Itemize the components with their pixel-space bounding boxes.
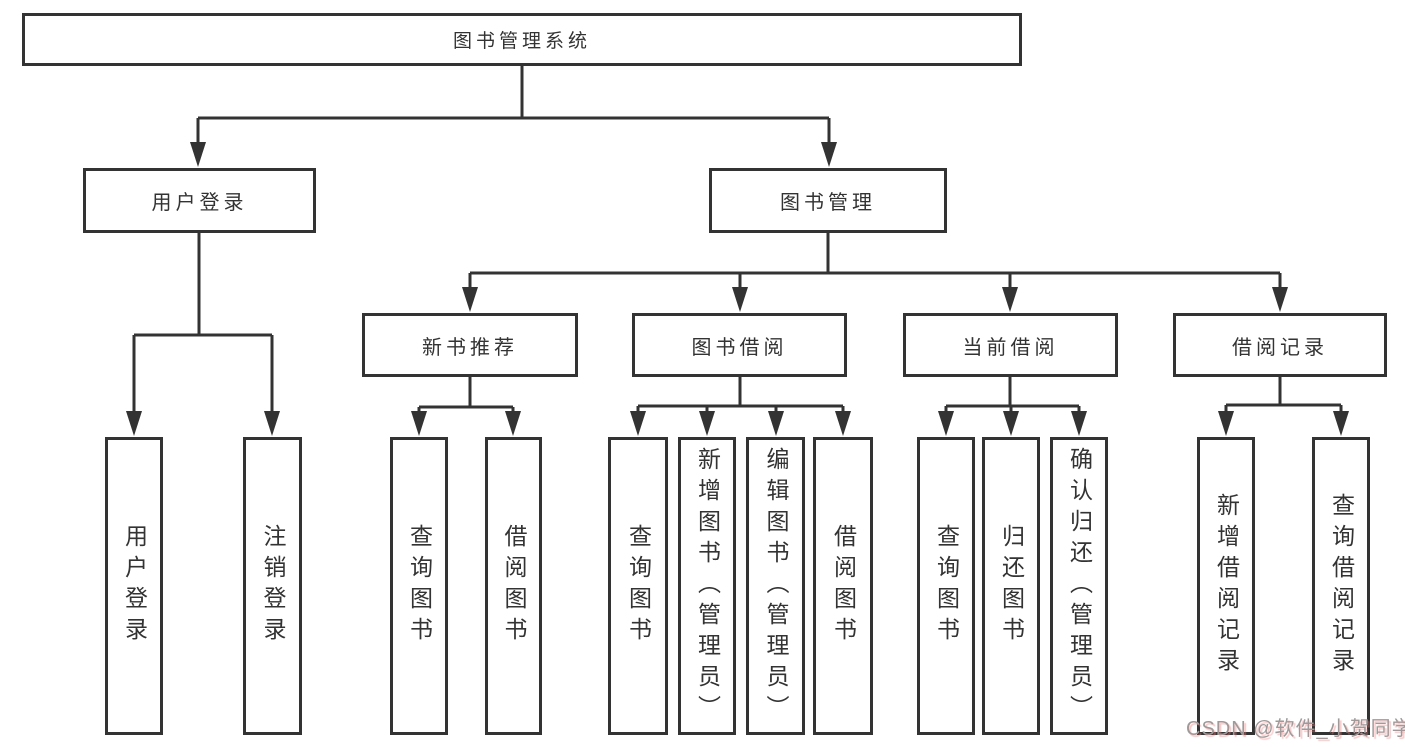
node-library-management-system: 图书管理系统 — [22, 13, 1022, 66]
leaf-add-books-admin: 新增图书（管理员） — [678, 437, 736, 735]
node-label: 新书推荐 — [422, 336, 518, 359]
leaf-edit-books-admin: 编辑图书（管理员） — [746, 437, 805, 735]
node-label: 图书借阅 — [691, 336, 788, 359]
csdn-watermark: CSDN @软件_小贺同学 — [1186, 718, 1405, 740]
node-label: 查询图书 — [406, 524, 433, 648]
leaf-confirm-return-admin: 确认归还（管理员） — [1050, 437, 1108, 735]
node-label: 查询图书 — [933, 524, 960, 648]
leaf-add-borrow-record: 新增借阅记录 — [1197, 437, 1255, 735]
leaf-borrow-books: 借阅图书 — [485, 437, 542, 735]
node-book-management: 图书管理 — [709, 168, 947, 233]
node-label: 图书管理 — [780, 192, 876, 214]
leaf-borrow-books: 借阅图书 — [813, 437, 873, 735]
leaf-query-books: 查询图书 — [608, 437, 668, 735]
node-label: 当前借阅 — [962, 336, 1059, 359]
node-user-login: 用户登录 — [83, 168, 316, 233]
node-label: 新增图书（管理员） — [694, 446, 721, 726]
node-borrow-records: 借阅记录 — [1173, 313, 1387, 377]
node-label: 确认归还（管理员） — [1066, 446, 1093, 726]
node-label: 归还图书 — [998, 524, 1025, 648]
node-label: 借阅图书 — [830, 524, 857, 648]
node-label: 图书管理系统 — [452, 31, 591, 52]
node-label: 用户登录 — [121, 524, 148, 648]
node-current-borrowing: 当前借阅 — [903, 313, 1118, 377]
node-label: 注销登录 — [260, 524, 286, 648]
leaf-user-login: 用户登录 — [105, 437, 163, 735]
leaf-query-borrow-record: 查询借阅记录 — [1312, 437, 1370, 735]
leaf-logout: 注销登录 — [243, 437, 302, 735]
leaf-query-books: 查询图书 — [390, 437, 448, 735]
node-label: 借阅图书 — [501, 524, 527, 648]
leaf-return-books: 归还图书 — [982, 437, 1040, 735]
node-label: 查询借阅记录 — [1328, 493, 1355, 679]
leaf-query-books: 查询图书 — [917, 437, 975, 735]
node-book-borrowing: 图书借阅 — [632, 313, 847, 377]
node-label: 用户登录 — [151, 192, 248, 214]
node-label: 借阅记录 — [1232, 336, 1328, 359]
node-label: 新增借阅记录 — [1213, 493, 1240, 679]
node-label: 查询图书 — [625, 524, 652, 648]
node-new-book-recommend: 新书推荐 — [362, 313, 578, 377]
node-label: 编辑图书（管理员） — [763, 446, 789, 726]
